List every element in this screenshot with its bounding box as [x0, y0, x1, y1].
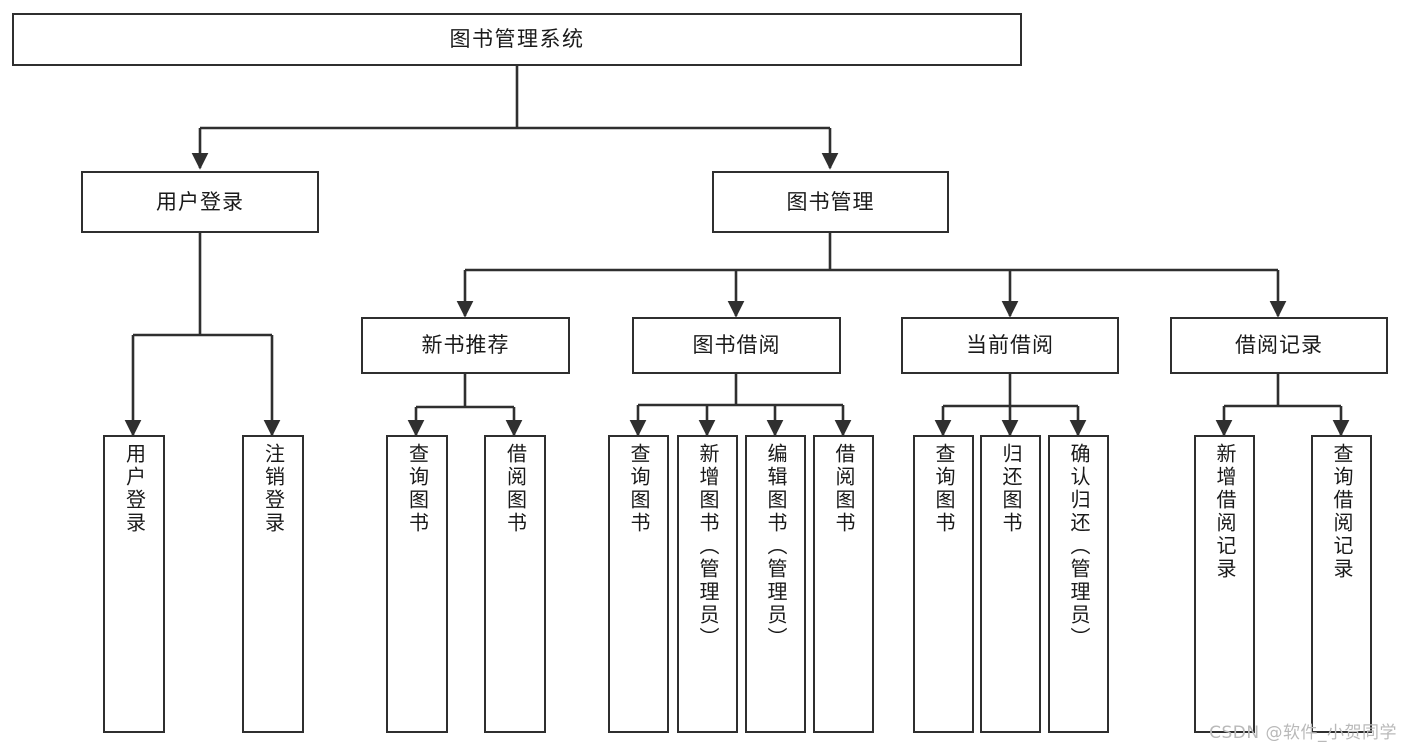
node-borrow-records[interactable]: 借阅记录	[1170, 317, 1388, 374]
node-current-borrowing-label: 当前借阅	[966, 333, 1054, 358]
csdn-watermark: CSDN @软件_小贺同学	[1209, 723, 1397, 743]
leaf-borrow-records-query[interactable]: 查询借阅记录	[1311, 435, 1372, 733]
node-user-login-label: 用户登录	[156, 189, 244, 214]
leaf-user-login-signin[interactable]: 用户登录	[103, 435, 165, 733]
leaf-book-borrow-add-label: 新增图书（管理员）	[696, 443, 720, 650]
leaf-new-books-query[interactable]: 查询图书	[386, 435, 448, 733]
leaf-book-borrow-query[interactable]: 查询图书	[608, 435, 669, 733]
node-new-book-recommend[interactable]: 新书推荐	[361, 317, 570, 374]
node-user-login[interactable]: 用户登录	[81, 171, 319, 233]
node-borrow-records-label: 借阅记录	[1235, 333, 1323, 358]
leaf-current-borrow-confirm-return-label: 确认归还（管理员）	[1067, 443, 1091, 650]
leaf-current-borrow-query-label: 查询图书	[932, 443, 956, 535]
leaf-current-borrow-confirm-return[interactable]: 确认归还（管理员）	[1048, 435, 1109, 733]
node-root-system-label: 图书管理系统	[449, 27, 585, 52]
leaf-new-books-query-label: 查询图书	[405, 443, 430, 535]
leaf-user-login-signin-label: 用户登录	[122, 443, 147, 535]
leaf-current-borrow-query[interactable]: 查询图书	[913, 435, 974, 733]
leaf-user-login-signout-label: 注销登录	[261, 443, 286, 535]
leaf-new-books-borrow[interactable]: 借阅图书	[484, 435, 546, 733]
node-root-system[interactable]: 图书管理系统	[12, 13, 1022, 66]
node-current-borrowing[interactable]: 当前借阅	[901, 317, 1119, 374]
leaf-current-borrow-return-label: 归还图书	[999, 443, 1023, 535]
leaf-current-borrow-return[interactable]: 归还图书	[980, 435, 1041, 733]
leaf-new-books-borrow-label: 借阅图书	[503, 443, 528, 535]
leaf-borrow-records-add[interactable]: 新增借阅记录	[1194, 435, 1255, 733]
leaf-book-borrow-borrow-label: 借阅图书	[832, 443, 856, 535]
node-book-borrowing-label: 图书借阅	[692, 333, 781, 358]
leaf-borrow-records-query-label: 查询借阅记录	[1330, 443, 1354, 581]
leaf-book-borrow-borrow[interactable]: 借阅图书	[813, 435, 874, 733]
leaf-book-borrow-add[interactable]: 新增图书（管理员）	[677, 435, 738, 733]
node-book-management-label: 图书管理	[786, 189, 875, 214]
node-book-management[interactable]: 图书管理	[712, 171, 949, 233]
leaf-book-borrow-edit-label: 编辑图书（管理员）	[764, 443, 788, 650]
node-new-book-recommend-label: 新书推荐	[421, 333, 510, 358]
leaf-user-login-signout[interactable]: 注销登录	[242, 435, 304, 733]
node-book-borrowing[interactable]: 图书借阅	[632, 317, 841, 374]
leaf-book-borrow-query-label: 查询图书	[627, 443, 651, 535]
leaf-book-borrow-edit[interactable]: 编辑图书（管理员）	[745, 435, 806, 733]
leaf-borrow-records-add-label: 新增借阅记录	[1213, 443, 1237, 581]
